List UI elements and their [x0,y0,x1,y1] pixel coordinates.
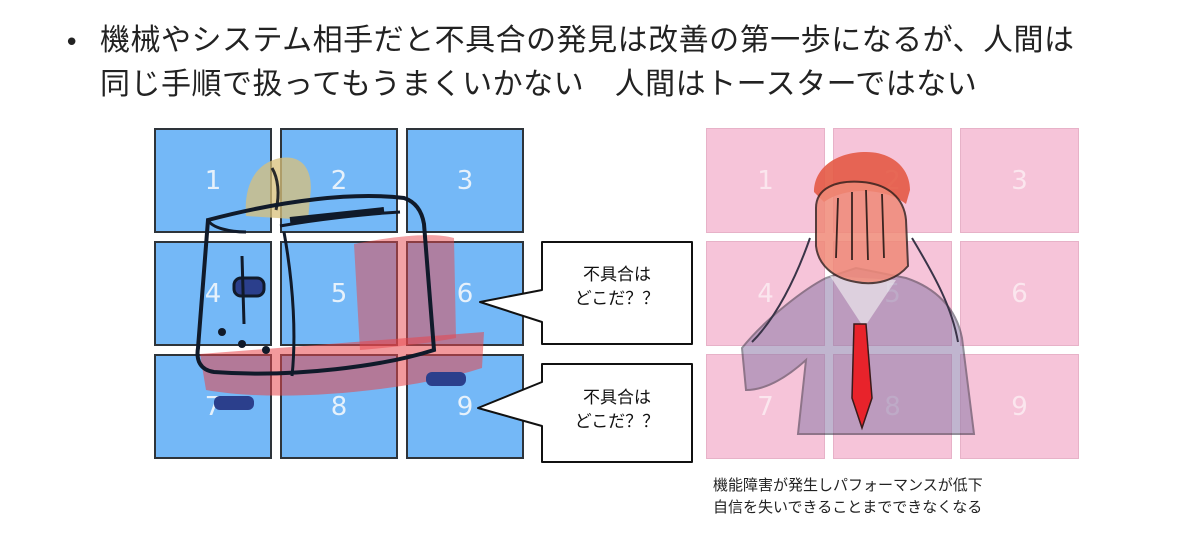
person-grid-cell: 6 [960,241,1079,346]
headline-line-1: 機械やシステム相手だと不具合の発見は改善の第一歩になるが、人間は [100,23,1075,58]
toaster-grid-cell: 5 [280,241,398,346]
bullet-point: • [64,28,80,58]
toaster-grid-cell: 8 [280,354,398,459]
person-grid: 1 2 3 4 5 6 7 8 9 [706,128,1079,459]
toaster-grid: 1 2 3 4 5 6 7 8 9 [154,128,524,459]
speech-bubbles [477,241,693,463]
toaster-grid-cell: 3 [406,128,524,233]
bubble-top-text: 不具合は どこだ？？ [547,263,687,311]
toaster-grid-cell: 7 [154,354,272,459]
toaster-grid-cell: 1 [154,128,272,233]
person-grid-cell: 4 [706,241,825,346]
bubble-bottom-text: 不具合は どこだ？？ [547,386,687,434]
bubble-top-line-1: 不具合は [583,265,651,285]
toaster-grid-cell: 4 [154,241,272,346]
caption-line-2: 自信を失いできることまでできなくなる [713,498,983,516]
bubble-bottom-line-2: どこだ？？ [574,412,660,432]
person-grid-cell: 2 [833,128,952,233]
caption: 機能障害が発生しパフォーマンスが低下 自信を失いできることまでできなくなる [713,474,983,518]
bubble-bottom-line-1: 不具合は [583,388,651,408]
person-grid-cell: 1 [706,128,825,233]
person-grid-cell: 5 [833,241,952,346]
person-grid-cell: 9 [960,354,1079,459]
person-grid-cell: 3 [960,128,1079,233]
person-grid-cell: 8 [833,354,952,459]
headline-line-2: 同じ手順で扱ってもうまくいかない 人間はトースターではない [100,67,978,102]
bubble-top-line-2: どこだ？？ [574,289,660,309]
toaster-grid-cell: 2 [280,128,398,233]
person-grid-cell: 7 [706,354,825,459]
caption-line-1: 機能障害が発生しパフォーマンスが低下 [713,476,983,494]
